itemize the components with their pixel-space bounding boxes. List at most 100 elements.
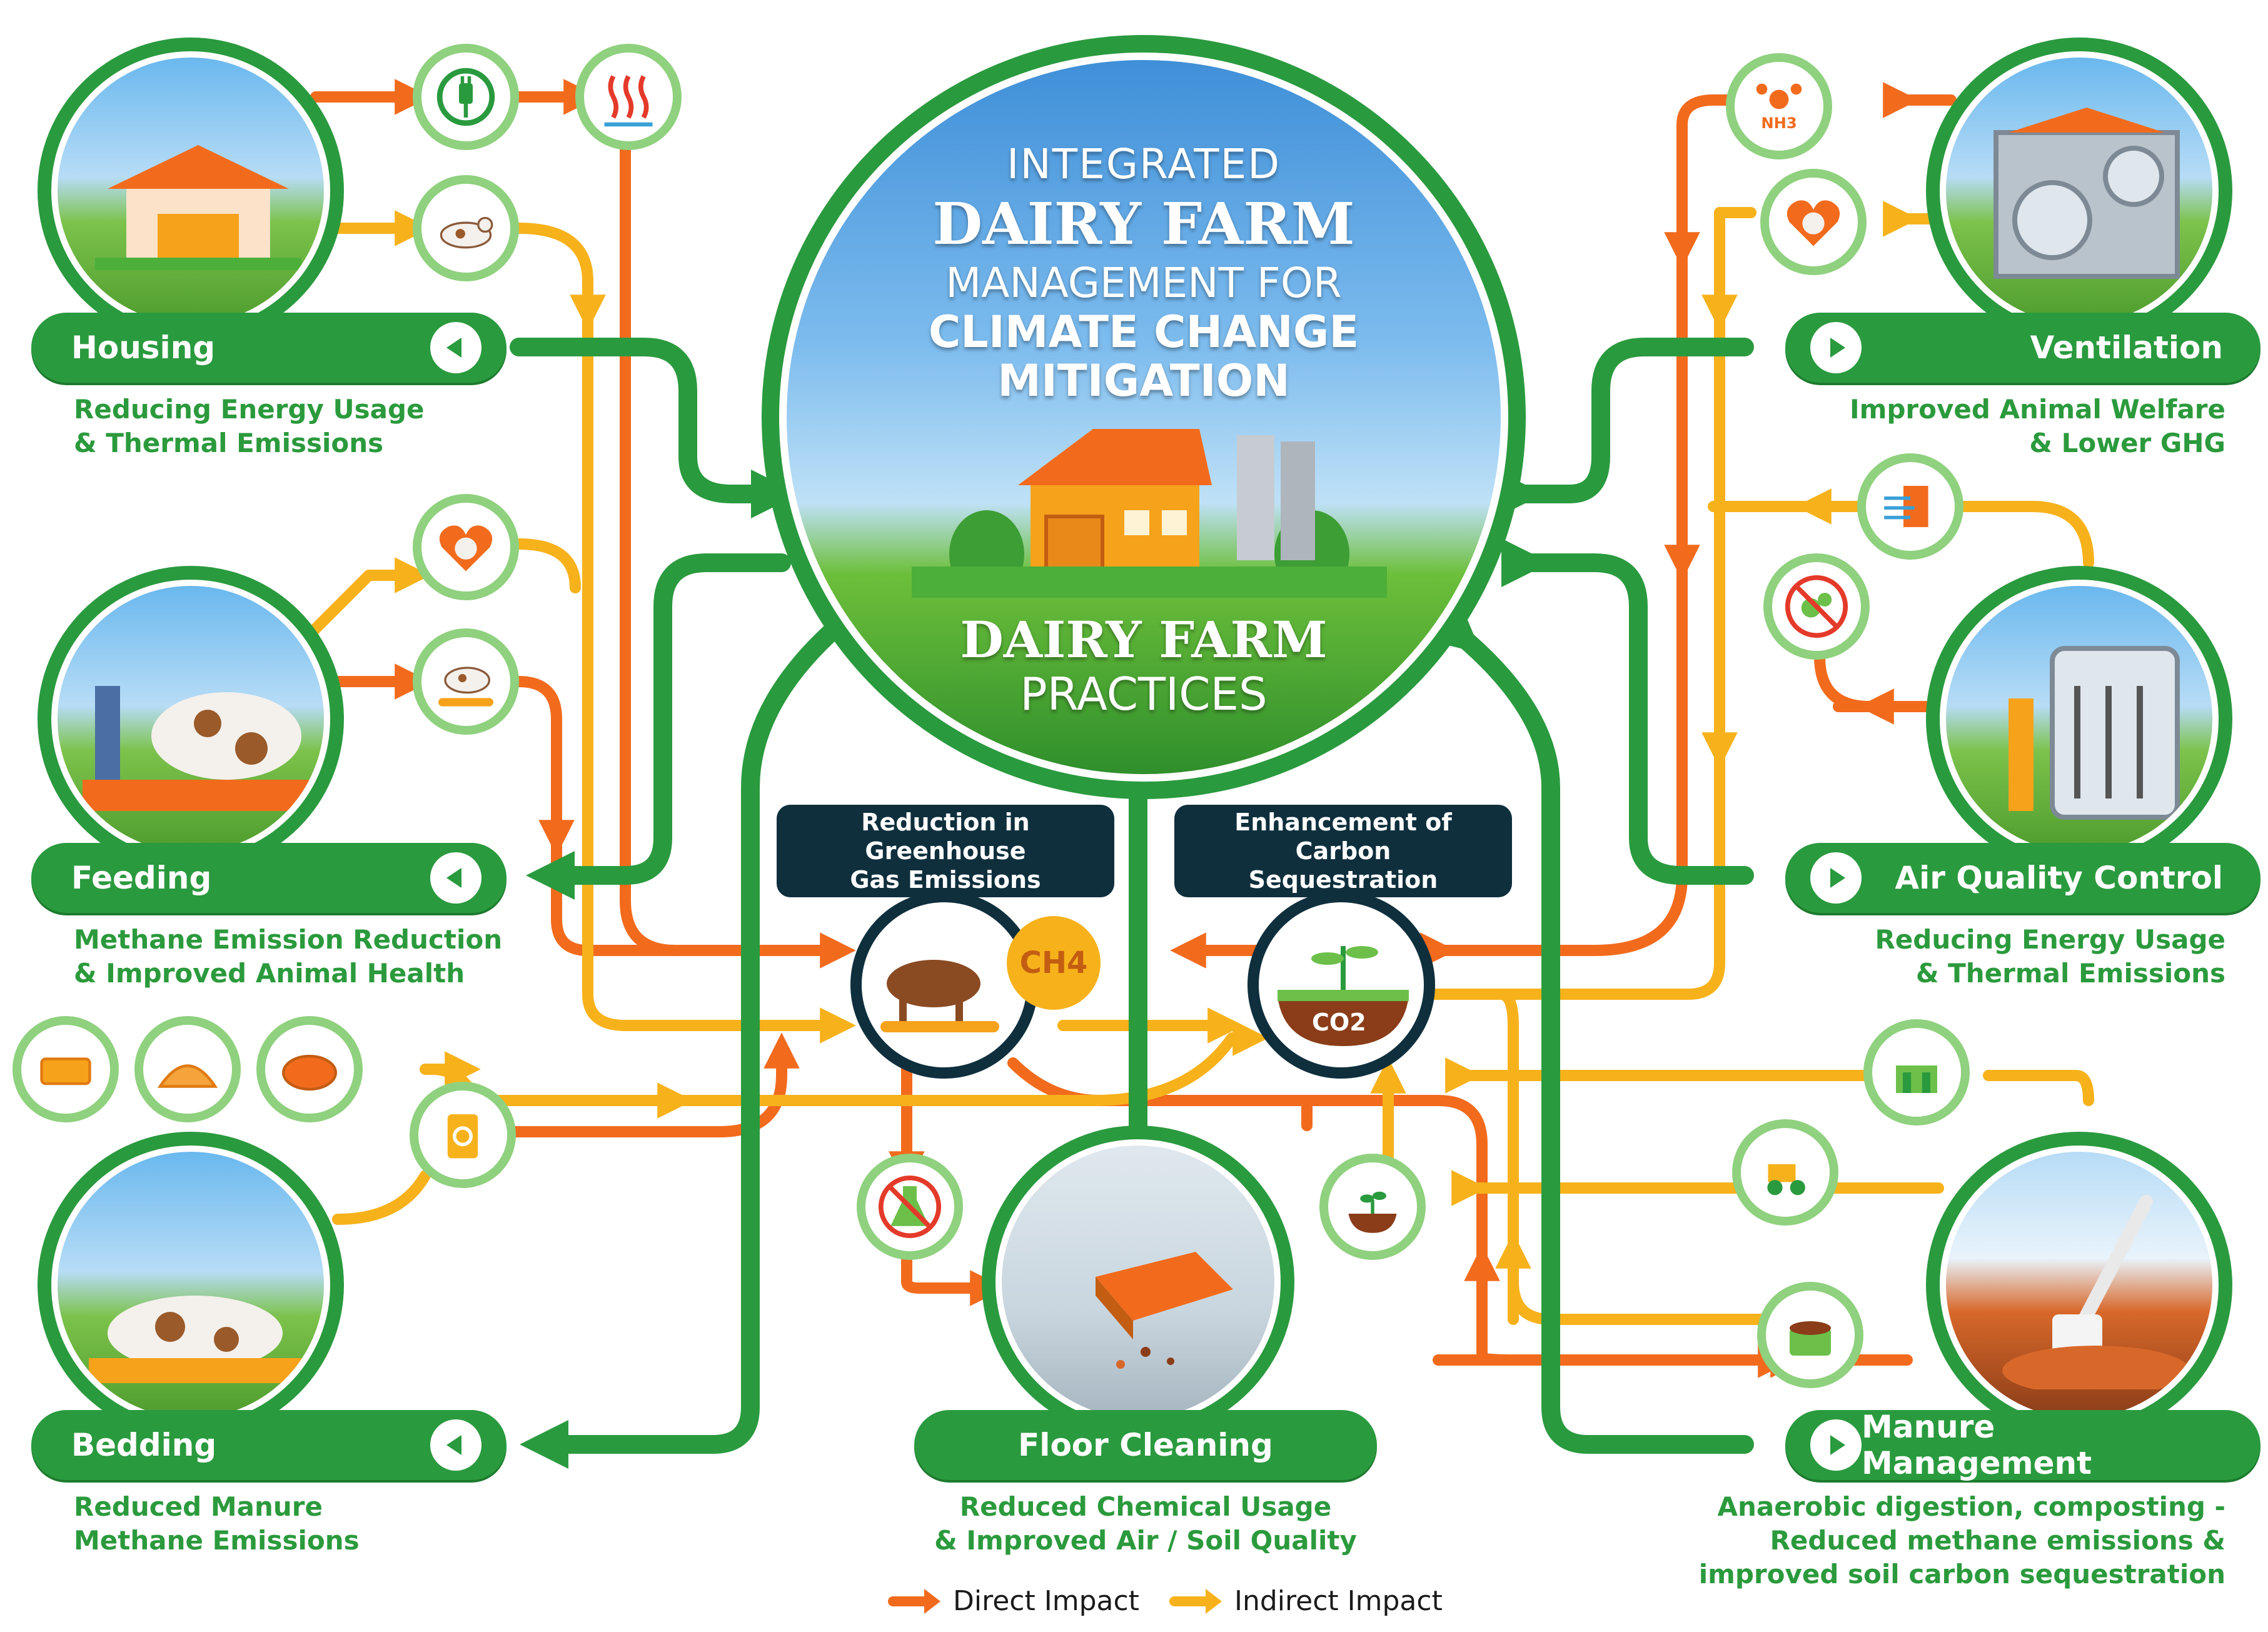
central-title-circle: INTEGRATED DAIRY FARM MANAGEMENT FOR CLI… — [762, 35, 1526, 799]
ghg-reduction-hub — [850, 891, 1038, 1079]
title-line-2: DAIRY FARM — [932, 190, 1355, 258]
title-line-1: INTEGRATED — [1006, 140, 1281, 188]
heat-circle — [575, 44, 682, 150]
bedding-desc-line-2: Methane Emissions — [74, 1525, 360, 1556]
ammonia-circle: NH3 — [1726, 53, 1832, 159]
air-quality-desc-line-1: Reducing Energy Usage — [1875, 924, 2225, 955]
soil-sprout-icon — [1348, 1191, 1397, 1233]
housing-desc-line-2: & Thermal Emissions — [74, 428, 384, 458]
housing-header[interactable]: Housing — [31, 313, 507, 383]
bedding-image — [38, 1132, 344, 1438]
air-quality-desc-line-2: & Thermal Emissions — [1915, 958, 2225, 989]
resting-cow-icon — [89, 1296, 308, 1383]
bedding-desc-line-1: Reduced Manure — [74, 1491, 323, 1522]
manure-header[interactable]: Manure Management — [1785, 1409, 2260, 1481]
carbon-title-line-1: Enhancement of Carbon — [1234, 808, 1452, 865]
air-quality-header[interactable]: Air Quality Control — [1785, 843, 2260, 913]
air-quality-arrow-button[interactable] — [1810, 852, 1862, 904]
floor-cleaning-label: Floor Cleaning — [1018, 1427, 1273, 1463]
ventilation-header[interactable]: Ventilation — [1785, 313, 2260, 383]
tractor-icon — [1767, 1164, 1805, 1196]
manure-spreader-circle — [1732, 1119, 1838, 1226]
chevron-left-icon — [446, 868, 461, 888]
bedding-arrow-button[interactable] — [430, 1419, 481, 1471]
eating-cow-icon — [438, 667, 493, 707]
ventilation-unit-icon — [1993, 108, 2180, 279]
subtitle-line-2: PRACTICES — [1020, 668, 1268, 720]
air-quality-label: Air Quality Control — [1895, 860, 2223, 896]
indirect-arrow-icon — [1169, 1588, 1222, 1614]
housing-label: Housing — [71, 330, 216, 366]
floor-cleaning-header[interactable]: Floor Cleaning — [914, 1410, 1377, 1480]
title-line-5: MITIGATION — [997, 355, 1290, 406]
cow-feed-circle — [413, 628, 519, 735]
leaf-plug-icon — [436, 68, 495, 126]
heart-cow-icon — [439, 525, 493, 572]
title-line-4: CLIMATE CHANGE — [928, 306, 1359, 358]
feeding-label: Feeding — [71, 860, 212, 896]
heat-waves-icon — [604, 75, 653, 127]
manure-desc-line-3: improved soil carbon sequestration — [1698, 1559, 2225, 1589]
chevron-right-icon — [1830, 1435, 1845, 1455]
ventilation-arrow-button[interactable] — [1810, 322, 1862, 373]
control-panel-icon — [2008, 646, 2180, 820]
lying-cow-icon — [440, 216, 493, 249]
compost-bin-icon — [1790, 1321, 1831, 1356]
ghg-reduction-title: Reduction in Greenhouse Gas Emissions — [777, 805, 1114, 897]
title-line-3: MANAGEMENT FOR — [945, 259, 1342, 307]
feeding-header[interactable]: Feeding — [31, 843, 507, 913]
cow-feeding-icon — [83, 686, 314, 811]
recycle-bin-circle — [410, 1082, 516, 1188]
air-quality-image — [1926, 566, 2232, 872]
cow-health-circle — [413, 494, 519, 600]
air-quality-description: Reducing Energy Usage & Thermal Emission… — [1875, 923, 2225, 990]
air-filter-circle — [1857, 453, 1963, 560]
ventilation-desc-line-1: Improved Animal Welfare — [1849, 394, 2225, 425]
floor-cleaning-description: Reduced Chemical Usage & Improved Air / … — [914, 1490, 1377, 1558]
feeding-image — [38, 566, 344, 872]
chevron-right-icon — [1830, 338, 1845, 358]
legend-indirect: Indirect Impact — [1169, 1585, 1443, 1617]
bedding-label: Bedding — [71, 1427, 217, 1463]
nh3-label: NH3 — [1761, 114, 1797, 132]
carbon-title-line-2: Sequestration — [1248, 866, 1438, 894]
wood-shavings-icon — [282, 1054, 337, 1091]
feeding-description: Methane Emission Reduction & Improved An… — [74, 923, 502, 990]
legend-direct: Direct Impact — [888, 1585, 1139, 1617]
cow-methane-icon — [880, 960, 999, 1032]
subtitle-line-1: DAIRY FARM — [960, 610, 1328, 669]
ammonia-molecule-icon: NH3 — [1756, 83, 1802, 132]
recycle-bin-icon — [447, 1114, 478, 1159]
direct-arrow-icon — [888, 1588, 940, 1614]
ghg-title-line-1: Reduction in Greenhouse — [861, 808, 1030, 865]
chevron-right-icon — [1830, 868, 1845, 888]
chevron-left-icon — [446, 1435, 461, 1455]
ventilation-desc-line-2: & Lower GHG — [2029, 428, 2225, 458]
manure-arrow-button[interactable] — [1810, 1419, 1862, 1471]
biogas-plant-icon — [1896, 1065, 1937, 1093]
energy-plug-circle — [413, 44, 519, 150]
sawdust-pile-icon — [157, 1064, 218, 1088]
bedding-description: Reduced Manure Methane Emissions — [74, 1490, 360, 1558]
biogas-circle — [1863, 1019, 1970, 1126]
ventilation-label: Ventilation — [2030, 330, 2223, 366]
ventilation-image — [1926, 38, 2232, 344]
legend-indirect-label: Indirect Impact — [1234, 1585, 1443, 1617]
bedding-header[interactable]: Bedding — [31, 1410, 507, 1480]
ghg-title-line-2: Gas Emissions — [850, 866, 1041, 894]
methane-cloud: CH4 — [1007, 916, 1101, 1010]
shavings-circle — [256, 1016, 363, 1122]
manure-image — [1926, 1132, 2232, 1438]
housing-desc-line-1: Reducing Energy Usage — [74, 394, 425, 425]
compost-shovel-icon — [2002, 1195, 2190, 1389]
manure-description: Anaerobic digestion, composting - Reduce… — [1699, 1490, 2225, 1591]
housing-arrow-button[interactable] — [430, 322, 481, 373]
carbon-sequestration-hub: CO2 — [1247, 891, 1435, 1079]
floor-desc-line-2: & Improved Air / Soil Quality — [934, 1525, 1357, 1556]
heart-cow-icon — [1787, 200, 1840, 246]
ventilation-description: Improved Animal Welfare & Lower GHG — [1850, 393, 2225, 460]
feeding-arrow-button[interactable] — [430, 852, 481, 904]
soil-air-circle — [1319, 1154, 1426, 1260]
